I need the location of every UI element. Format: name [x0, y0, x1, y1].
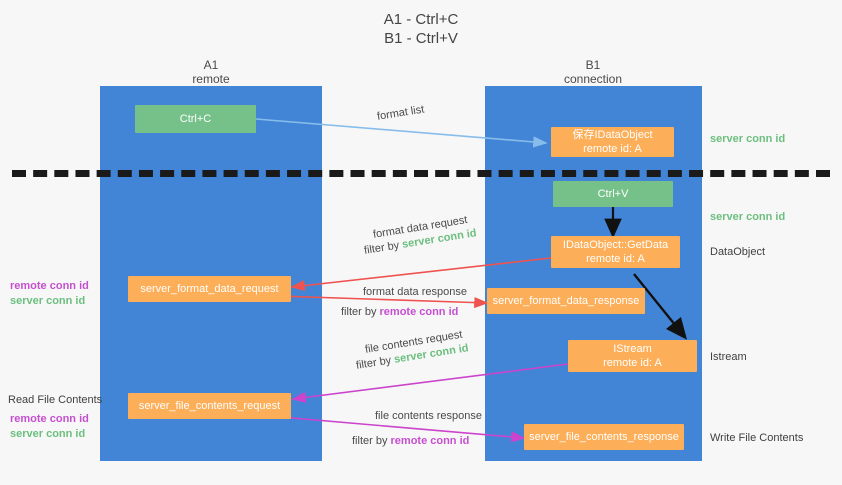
label-format-data-response-filter-prefix: filter by — [341, 306, 380, 318]
right-label-server-conn-id-top: server conn id — [710, 133, 786, 145]
box-save-idataobject-line1: 保存IDataObject — [572, 129, 653, 141]
column-header-b1-name: B1 — [585, 58, 601, 72]
label-format-data-request-filter-prefix: filter by — [363, 238, 404, 257]
label-file-contents-response-filter-value: remote conn id — [390, 435, 470, 447]
box-ctrl-c-line1: Ctrl+C — [179, 113, 212, 125]
box-idataobject-getdata[interactable]: IDataObject::GetData remote id: A — [551, 236, 680, 268]
box-istream[interactable]: IStream remote id: A — [568, 340, 697, 372]
box-server-format-data-request[interactable]: server_format_data_request — [128, 276, 291, 302]
column-header-a1-sub: remote — [192, 72, 230, 86]
left-label-remote-conn-id-upper: remote conn id — [10, 280, 89, 292]
left-label-server-conn-id-upper: server conn id — [10, 295, 86, 307]
box-save-idataobject[interactable]: 保存IDataObject remote id: A — [551, 127, 674, 157]
label-file-contents-response-filter: filter by remote conn id — [352, 434, 469, 448]
left-label-read-file-contents: Read File Contents — [8, 394, 103, 406]
dashed-divider — [12, 170, 830, 177]
box-server-file-contents-response[interactable]: server_file_contents_response — [524, 424, 684, 450]
box-ctrl-c[interactable]: Ctrl+C — [135, 105, 256, 133]
label-format-list: format list — [376, 103, 426, 123]
right-label-write-file-contents: Write File Contents — [710, 432, 804, 444]
left-label-remote-conn-id-lower: remote conn id — [10, 413, 89, 425]
diagram-title: A1 - Ctrl+C B1 - Ctrl+V — [0, 10, 842, 48]
box-istream-line2: remote id: A — [603, 357, 662, 369]
right-label-server-conn-id-second: server conn id — [710, 211, 786, 223]
box-server-file-contents-request-line1: server_file_contents_request — [138, 400, 281, 412]
right-label-istream: Istream — [710, 351, 747, 363]
label-file-contents-response: file contents response — [375, 410, 483, 422]
column-header-b1-sub: connection — [563, 72, 623, 86]
box-server-format-data-request-line1: server_format_data_request — [140, 283, 279, 295]
box-idataobject-getdata-line2: remote id: A — [586, 253, 645, 265]
label-file-contents-request-filter-prefix: filter by — [355, 353, 396, 372]
label-format-data-response-filter-value: remote conn id — [379, 306, 459, 318]
box-server-format-data-response-line1: server_format_data_response — [492, 295, 640, 307]
box-server-file-contents-request[interactable]: server_file_contents_request — [128, 393, 291, 419]
label-format-data-response-filter: filter by remote conn id — [341, 305, 458, 319]
box-ctrl-v[interactable]: Ctrl+V — [553, 181, 673, 207]
box-save-idataobject-line2: remote id: A — [583, 143, 642, 155]
label-file-contents-response-filter-prefix: filter by — [352, 435, 391, 447]
label-format-data-response: format data response — [363, 286, 467, 298]
right-label-dataobject: DataObject — [710, 246, 766, 258]
box-istream-line1: IStream — [613, 343, 652, 355]
title-line-2: B1 - Ctrl+V — [384, 30, 458, 47]
title-line-1: A1 - Ctrl+C — [383, 11, 459, 28]
column-header-a1: A1 remote — [131, 58, 291, 86]
left-label-server-conn-id-lower: server conn id — [10, 428, 86, 440]
box-server-file-contents-response-line1: server_file_contents_response — [529, 431, 679, 443]
box-ctrl-v-line1: Ctrl+V — [597, 188, 629, 200]
box-server-format-data-response[interactable]: server_format_data_response — [487, 288, 645, 314]
column-header-a1-name: A1 — [203, 58, 219, 72]
column-header-b1: B1 connection — [513, 58, 673, 86]
box-idataobject-getdata-line1: IDataObject::GetData — [562, 239, 669, 251]
